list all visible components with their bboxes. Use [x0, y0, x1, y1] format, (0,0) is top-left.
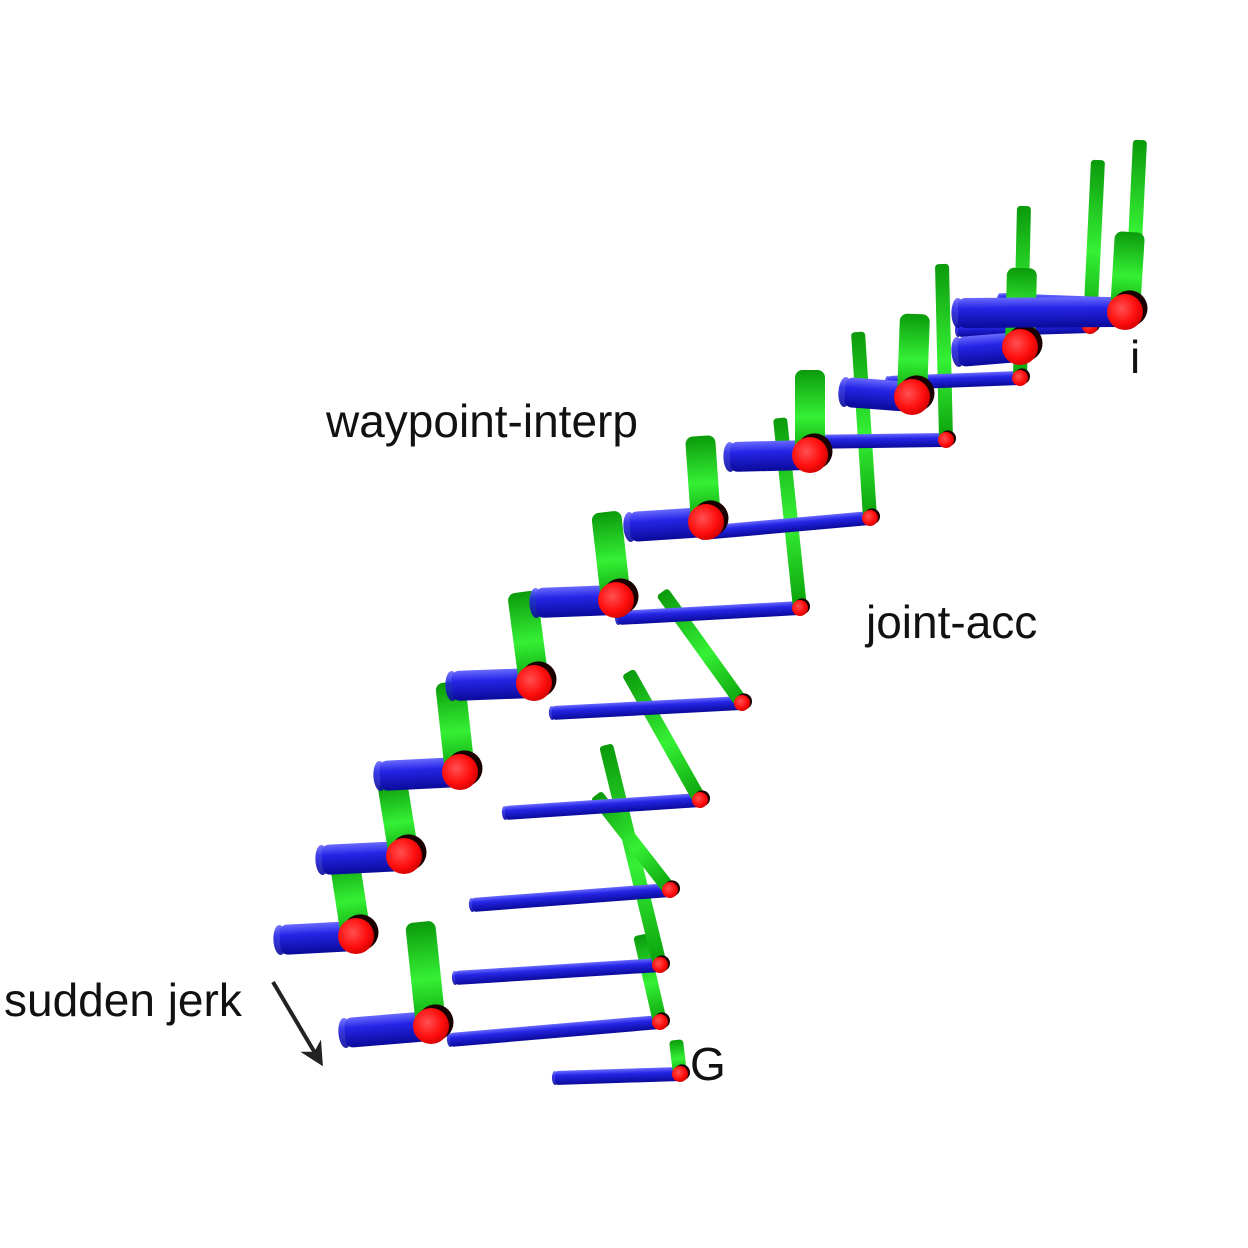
acc-joint-9	[938, 432, 954, 448]
joint-2	[386, 838, 422, 874]
acc-upper-link-7	[614, 601, 801, 625]
sudden-jerk-label: sudden jerk	[4, 974, 243, 1026]
joint-4	[516, 665, 552, 701]
upper-link-10	[951, 297, 1126, 328]
upper-link-5	[529, 585, 617, 618]
upper-link-3	[373, 757, 461, 791]
acc-upper-link-4	[468, 883, 671, 912]
acc-forearm-link-9	[935, 263, 953, 444]
goal-label: G	[690, 1038, 726, 1090]
acc-joint-3	[652, 957, 668, 973]
acc-joint-1	[672, 1066, 688, 1082]
sudden-jerk-arrow	[271, 980, 323, 1067]
upper-link-7	[723, 440, 811, 472]
acc-forearm-link-8	[851, 331, 877, 522]
acc-joint-6	[734, 695, 750, 711]
upper-link-4	[445, 668, 535, 701]
joint-acc-label: joint-acc	[864, 596, 1037, 648]
acc-upper-link-1	[551, 1067, 681, 1085]
acc-joint-7	[792, 600, 808, 616]
joint-11	[413, 1008, 449, 1044]
joint-1	[338, 918, 374, 954]
acc-upper-link-2	[446, 1015, 661, 1047]
acc-upper-link-6	[548, 696, 743, 720]
upper-link-2	[315, 841, 405, 875]
start-label: i	[1130, 331, 1140, 383]
upper-link-1	[273, 921, 357, 955]
acc-forearm-link-3	[599, 744, 667, 969]
joint-3	[442, 754, 478, 790]
joint-8	[894, 379, 930, 415]
acc-joint-4	[662, 882, 678, 898]
waypoint-interp-trajectory	[273, 231, 1148, 1048]
joint-6	[688, 504, 724, 540]
acc-joint-10	[1012, 370, 1028, 386]
joint-5	[598, 582, 634, 618]
upper-link-6	[623, 507, 707, 542]
waypoint-interp-label: waypoint-interp	[325, 395, 638, 447]
joint-9	[1002, 329, 1038, 365]
acc-joint-8	[862, 510, 878, 526]
acc-joint-2	[652, 1014, 668, 1030]
acc-upper-link-5	[501, 793, 701, 820]
joint-10	[1107, 294, 1143, 330]
acc-joint-5	[692, 792, 708, 808]
acc-forearm-link-5	[623, 669, 707, 805]
upper-link-11	[338, 1011, 432, 1048]
joint-7	[792, 437, 828, 473]
acc-upper-link-3	[451, 958, 661, 985]
